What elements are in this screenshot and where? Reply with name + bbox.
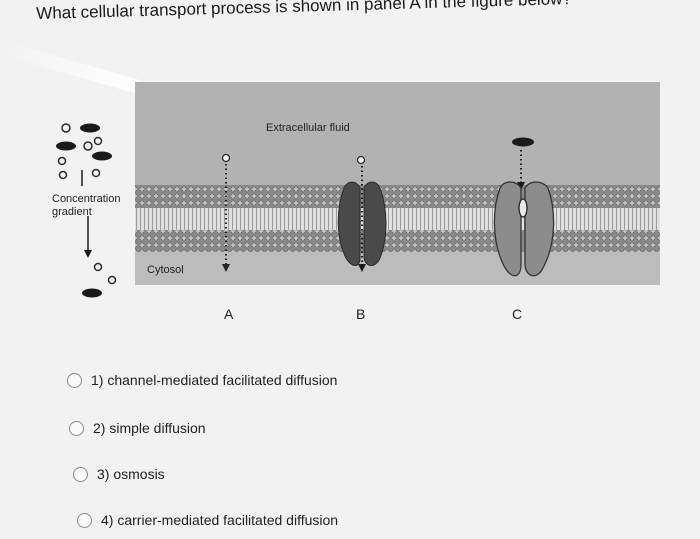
panel-label-b: B <box>356 306 366 322</box>
radio-button[interactable] <box>73 466 88 482</box>
lipid-bilayer <box>135 185 660 252</box>
panel-a-pathway <box>221 153 231 272</box>
radio-button[interactable] <box>69 420 84 436</box>
cytosol-label: Cytosol <box>147 264 184 276</box>
answer-option-3[interactable]: 3) osmosis <box>73 463 165 485</box>
option-label: 4) carrier-mediated facilitated diffusio… <box>101 512 339 528</box>
panel-label-c: C <box>512 306 523 322</box>
answer-option-4[interactable]: 4) carrier-mediated facilitated diffusio… <box>77 509 338 531</box>
radio-button[interactable] <box>67 372 82 388</box>
membrane-diagram <box>56 82 660 298</box>
radio-button[interactable] <box>77 512 92 528</box>
answer-option-2[interactable]: 2) simple diffusion <box>69 417 206 439</box>
extracellular-label: Extracellular fluid <box>266 122 350 134</box>
cytosol-molecules <box>82 262 117 298</box>
option-label: 2) simple diffusion <box>93 420 206 436</box>
question-text: What cellular transport process is shown… <box>36 0 573 23</box>
concentration-gradient-label: Concentration gradient <box>52 193 121 219</box>
panel-b-channel-protein <box>337 155 387 272</box>
concentration-label-line1: Concentration <box>52 193 121 205</box>
concentration-label-line2: gradient <box>52 206 92 218</box>
answer-option-1[interactable]: 1) channel-mediated facilitated diffusio… <box>67 369 337 391</box>
gradient-arrow <box>84 216 92 258</box>
transport-figure: Extracellular fluid Concentration gradie… <box>0 70 700 330</box>
panel-label-a: A <box>224 306 234 322</box>
option-label: 3) osmosis <box>97 466 165 482</box>
panel-c-carrier-protein <box>493 137 555 277</box>
option-label: 1) channel-mediated facilitated diffusio… <box>91 372 338 388</box>
gradient-molecules <box>56 123 112 186</box>
